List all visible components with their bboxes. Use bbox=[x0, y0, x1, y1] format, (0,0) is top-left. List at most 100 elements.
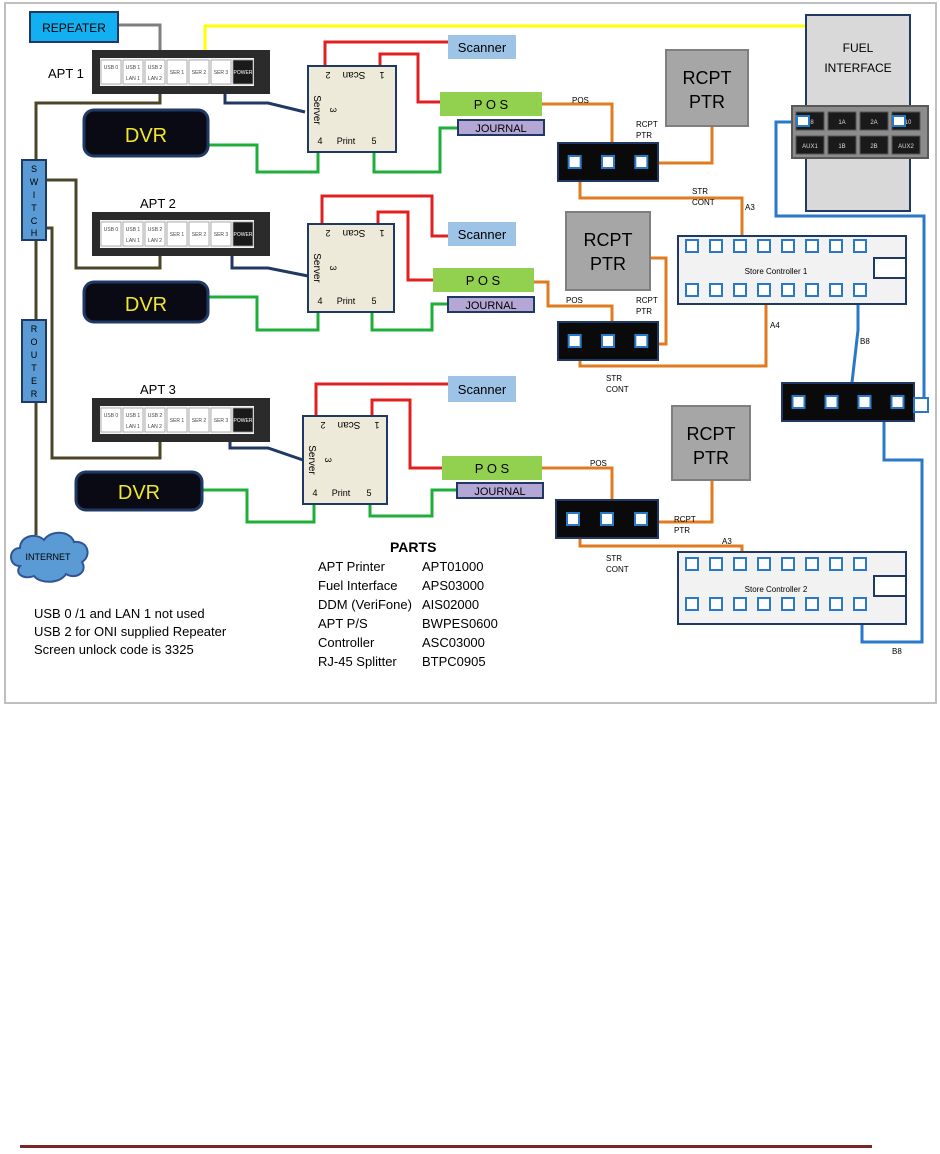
splitter-num: 4 bbox=[317, 296, 322, 306]
apt-port-label: SER 2 bbox=[192, 232, 207, 238]
store-controller-port bbox=[757, 283, 771, 297]
fuel-ports: B8AUX11A1B2A2BA10AUX2 bbox=[795, 111, 921, 155]
store-controller-port bbox=[757, 597, 771, 611]
store-controller-port bbox=[853, 283, 867, 297]
journal-2: JOURNAL bbox=[447, 296, 535, 313]
part-code: APT01000 bbox=[422, 559, 484, 574]
part-code: AIS02000 bbox=[422, 597, 480, 612]
store-controller-port bbox=[685, 283, 699, 297]
fuel-port-label: AUX2 bbox=[898, 144, 914, 150]
switch-letter-2: W bbox=[30, 177, 39, 187]
internet-cloud: INTERNET bbox=[10, 531, 89, 583]
splitter-body bbox=[307, 223, 395, 313]
store-controller-port bbox=[709, 557, 723, 571]
fuel-port-label: 2A bbox=[870, 120, 877, 126]
splitter-num: 2 bbox=[320, 420, 325, 430]
apt-port bbox=[210, 59, 232, 85]
splitter-server-label: Server bbox=[311, 95, 322, 125]
splitter-print-label: Print bbox=[337, 296, 356, 306]
apt-port bbox=[144, 59, 166, 85]
note-a3-3: A3 bbox=[722, 537, 732, 546]
jack-port bbox=[634, 334, 649, 348]
apt-port-label-lower: LAN 1 bbox=[126, 76, 140, 82]
apt-port bbox=[210, 407, 232, 433]
dvr-wire-3 bbox=[203, 488, 316, 524]
apt-port bbox=[122, 407, 144, 433]
note-ptr-2: PTR bbox=[636, 307, 652, 316]
splitter-num: 4 bbox=[312, 488, 317, 498]
apt-port-label: POWER bbox=[234, 418, 253, 424]
store-controller-port bbox=[805, 239, 819, 253]
fuel-port bbox=[827, 135, 857, 155]
b8-wire-2 bbox=[860, 404, 924, 644]
store-controller-port bbox=[709, 283, 723, 297]
scan-wire-a1 bbox=[323, 40, 448, 68]
journal-wire-2 bbox=[370, 302, 448, 332]
repeater-label: REPEATER bbox=[42, 21, 106, 35]
repeater-box: REPEATER bbox=[29, 11, 119, 43]
rcpt-3-line2: PTR bbox=[693, 448, 729, 468]
apt-port-label-lower: LAN 2 bbox=[148, 76, 162, 82]
switch-wire-apt3 bbox=[46, 226, 162, 460]
store-controller-port bbox=[829, 597, 843, 611]
note-a3-1: A3 bbox=[745, 203, 755, 212]
note-b8-1: B8 bbox=[860, 337, 870, 346]
store-controller-port bbox=[781, 597, 795, 611]
splitter-num: 1 bbox=[379, 70, 384, 80]
note-line: USB 2 for ONI supplied Repeater bbox=[34, 624, 227, 639]
apt-port-label: USB 1 bbox=[126, 65, 141, 71]
apt-port-label: SER 3 bbox=[214, 418, 229, 424]
journal-wire-1 bbox=[372, 126, 458, 174]
part-name: DDM (VeriFone) bbox=[318, 597, 412, 612]
store-controller-port bbox=[685, 239, 699, 253]
journal-3-label: JOURNAL bbox=[474, 486, 525, 498]
store-controller-port bbox=[829, 557, 843, 571]
journal-1-label: JOURNAL bbox=[475, 123, 526, 135]
store-controller-port bbox=[733, 557, 747, 571]
journal-3: JOURNAL bbox=[456, 482, 544, 499]
apt-port bbox=[122, 221, 144, 247]
store-controller-ports bbox=[685, 239, 867, 611]
journal-2-label: JOURNAL bbox=[465, 300, 516, 312]
fuel-port-label: 1B bbox=[838, 144, 845, 150]
fuel-port-label: A10 bbox=[901, 120, 912, 126]
dvr-2: DVR bbox=[82, 280, 210, 324]
jack-block-3 bbox=[555, 499, 659, 539]
apt-port-label: SER 1 bbox=[170, 232, 185, 238]
parts-row: DDM (VeriFone) AIS02000 bbox=[318, 595, 498, 614]
note-pos-1: POS bbox=[572, 96, 589, 105]
splitter-num: 2 bbox=[325, 70, 330, 80]
strcont-wire-1 bbox=[578, 170, 744, 246]
splitter-print-label: Print bbox=[337, 136, 356, 146]
note-cont-2: CONT bbox=[606, 385, 629, 394]
apt-port bbox=[100, 59, 122, 85]
dvr-3-label: DVR bbox=[118, 482, 160, 504]
apt-port-label: USB 1 bbox=[126, 227, 141, 233]
apt-port bbox=[210, 221, 232, 247]
footer-rule bbox=[20, 1145, 872, 1148]
note-str-3: STR bbox=[606, 554, 622, 563]
fuel-port-label: 1A bbox=[838, 120, 845, 126]
store-controller-port bbox=[685, 597, 699, 611]
apt-port-label-lower: LAN 1 bbox=[126, 424, 140, 430]
apt2-label: APT 2 bbox=[140, 196, 176, 211]
note-b8-2: B8 bbox=[892, 647, 902, 656]
apt-port-label: USB 2 bbox=[148, 65, 163, 71]
splitter-num: 1 bbox=[374, 420, 379, 430]
jack-port bbox=[566, 512, 580, 526]
dvr-1: DVR bbox=[82, 108, 210, 158]
journal-wire-3 bbox=[368, 488, 457, 518]
store-controller-port bbox=[757, 557, 771, 571]
apt-port-label: USB 0 bbox=[104, 227, 119, 233]
apt-port bbox=[166, 221, 188, 247]
apt-port bbox=[166, 59, 188, 85]
splitter-num: 5 bbox=[371, 136, 376, 146]
apt-port bbox=[232, 59, 254, 85]
store-controller-port bbox=[733, 597, 747, 611]
store-controller-port bbox=[805, 597, 819, 611]
store-controller-port bbox=[853, 597, 867, 611]
scan-wire-a3 bbox=[314, 382, 448, 418]
